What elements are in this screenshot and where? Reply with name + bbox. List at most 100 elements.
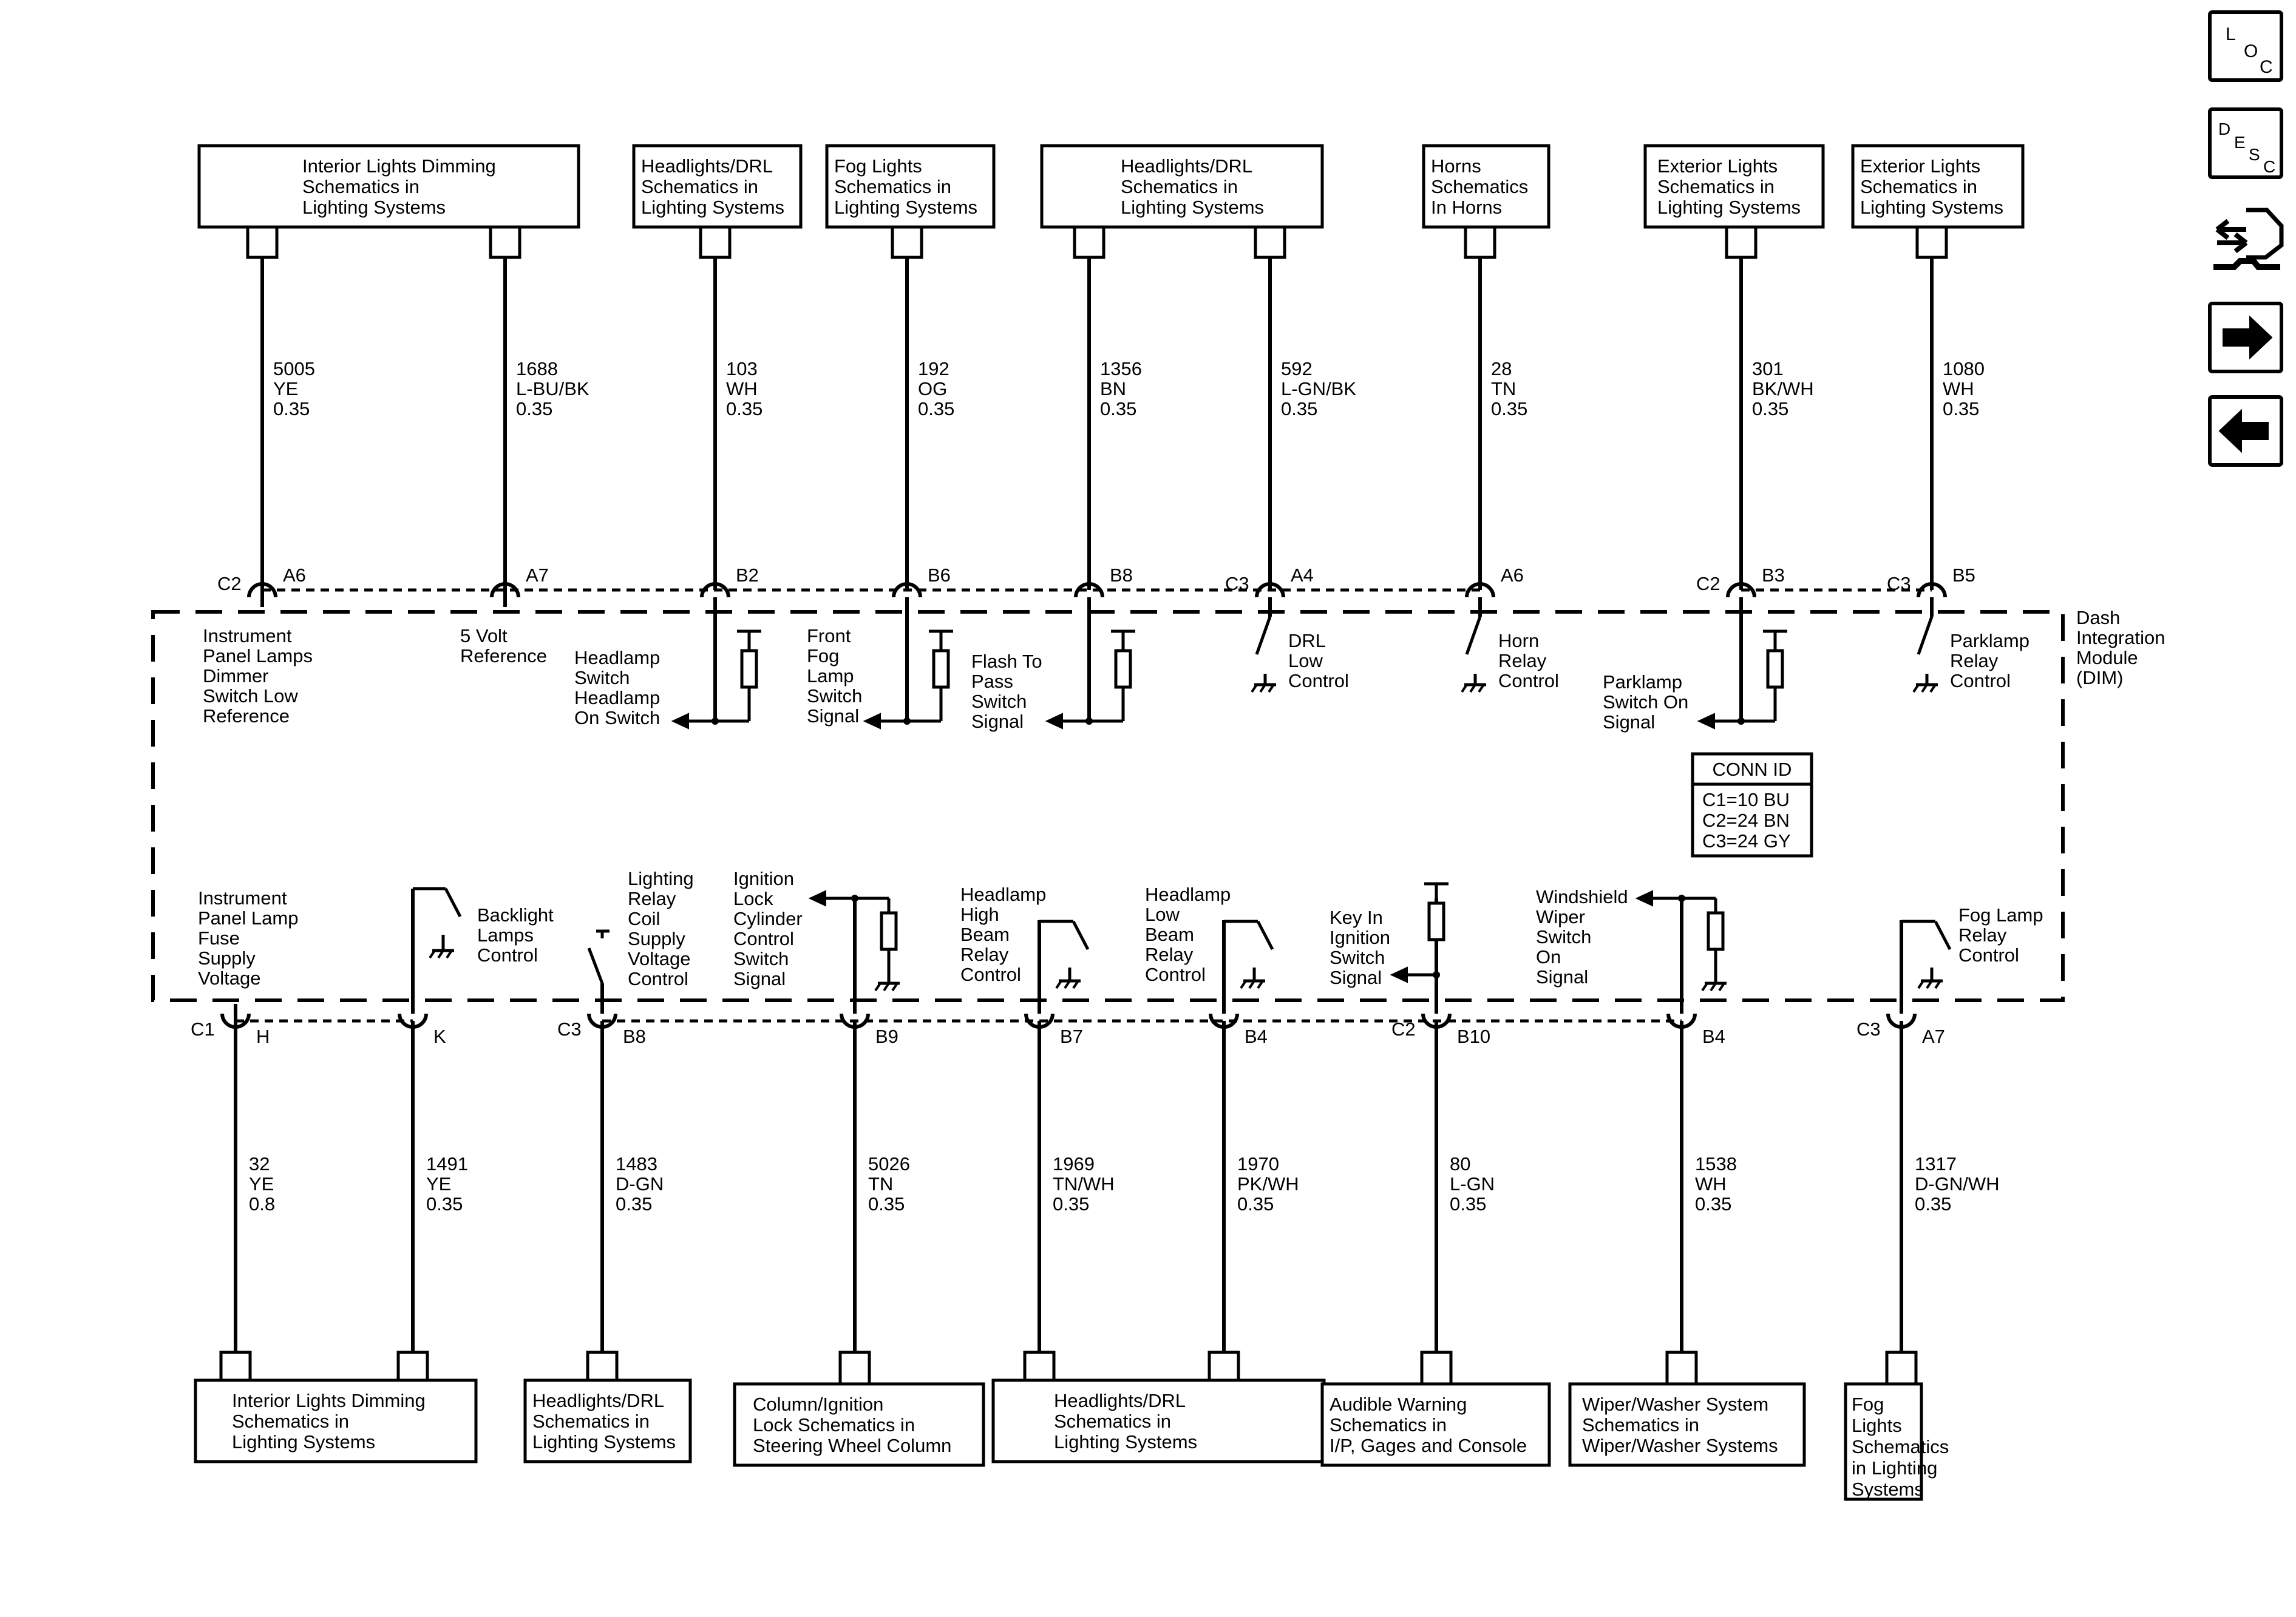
function-label: Switch xyxy=(971,691,1027,712)
wire-gauge: 0.35 xyxy=(516,398,552,419)
box-text: Exterior Lights xyxy=(1860,155,1980,177)
pin-id: B2 xyxy=(736,564,759,586)
function-label: Windshield xyxy=(1536,886,1628,907)
connector-tool-icon[interactable] xyxy=(2213,208,2284,270)
wire-gauge: 0.35 xyxy=(273,398,310,419)
module-name: Module xyxy=(2076,647,2138,668)
conn-id-line: C3=24 GY xyxy=(1702,830,1791,852)
wire-color: D-GN xyxy=(616,1173,664,1195)
box-text: Schematics in xyxy=(232,1411,349,1432)
function-label: Backlight xyxy=(477,904,554,926)
connector-id: C2 xyxy=(1391,1019,1416,1040)
function-label: Lock xyxy=(733,888,773,909)
desc-letter: C xyxy=(2263,157,2275,176)
function-label: Control xyxy=(477,944,538,966)
function-label: Signal xyxy=(971,711,1024,732)
function-label: Signal xyxy=(1536,966,1588,988)
loc-button[interactable]: LOC xyxy=(2208,10,2283,82)
bottom-wire-5: 1969TN/WH0.35B7HeadlampHighBeamRelayCont… xyxy=(960,884,1115,1380)
circuit-number: 5026 xyxy=(868,1153,910,1175)
wire-gauge: 0.35 xyxy=(1450,1193,1486,1215)
function-label: Switch xyxy=(807,685,862,707)
wire-color: WH xyxy=(1943,378,1974,399)
function-label: Coil xyxy=(628,908,660,929)
harness-box xyxy=(1040,144,1324,229)
circuit-number: 28 xyxy=(1491,358,1512,379)
pin-id: A6 xyxy=(283,564,306,586)
function-label: Lighting xyxy=(628,868,694,889)
wire-color: L-GN/BK xyxy=(1281,378,1356,399)
function-label: Beam xyxy=(960,924,1010,945)
box-text: Column/Ignition xyxy=(753,1394,883,1415)
box-text: Lights xyxy=(1852,1415,1902,1436)
circuit-number: 1969 xyxy=(1053,1153,1095,1175)
function-label: Switch xyxy=(1330,947,1385,968)
function-label: Voltage xyxy=(198,968,260,989)
forward-arrow-button[interactable] xyxy=(2208,302,2283,373)
function-label: Parklamp xyxy=(1603,671,1682,693)
function-label: High xyxy=(960,904,999,925)
function-label: Relay xyxy=(960,944,1009,965)
wire-gauge: 0.35 xyxy=(1695,1193,1731,1215)
box-text: Lighting Systems xyxy=(532,1431,676,1453)
pin-id: B10 xyxy=(1457,1026,1490,1047)
function-label: Headlamp xyxy=(574,687,660,708)
wire-color: BK/WH xyxy=(1752,378,1814,399)
box-text: Lighting Systems xyxy=(641,197,784,218)
function-label: Supply xyxy=(198,947,256,969)
function-label: Horn xyxy=(1498,630,1539,651)
circuit-number: 592 xyxy=(1281,358,1313,379)
function-label: Control xyxy=(1950,670,2011,691)
function-label: Switch On xyxy=(1603,691,1688,713)
back-arrow-button[interactable] xyxy=(2208,395,2283,467)
desc-letter: S xyxy=(2249,145,2260,164)
box-text: Audible Warning xyxy=(1330,1394,1467,1415)
box-text: Fog Lights xyxy=(834,155,922,177)
pin-id: B6 xyxy=(928,564,951,586)
circuit-number: 5005 xyxy=(273,358,315,379)
box-text: Schematics in xyxy=(1330,1414,1447,1436)
function-label: Control xyxy=(1498,670,1559,691)
wire-color: WH xyxy=(1695,1173,1727,1195)
harness-box xyxy=(1422,144,1550,229)
function-label: Fuse xyxy=(198,927,240,949)
function-label: Signal xyxy=(1330,967,1382,988)
function-label: Relay xyxy=(1958,924,2007,946)
function-label: Low xyxy=(1145,904,1180,925)
box-text: In Horns xyxy=(1431,197,1502,218)
conn-id-line: C1=10 BU xyxy=(1702,789,1790,810)
box-text: in Lighting xyxy=(1852,1457,1937,1479)
wire-gauge: 0.35 xyxy=(1100,398,1136,419)
bottom-wire-8: 1538WH0.35B4WindshieldWiperSwitchOnSigna… xyxy=(1536,886,1737,1384)
circuit-number: 1688 xyxy=(516,358,558,379)
wire-color: YE xyxy=(273,378,298,399)
desc-letter: D xyxy=(2218,120,2230,138)
function-label: Relay xyxy=(1950,650,1999,671)
wire-color: L-BU/BK xyxy=(516,378,589,399)
function-label: Switch xyxy=(733,948,789,969)
wire-color: YE xyxy=(249,1173,274,1195)
function-label: Panel Lamp xyxy=(198,907,298,929)
box-text: Fog xyxy=(1852,1394,1884,1415)
function-label: Relay xyxy=(1145,944,1194,965)
circuit-number: 1491 xyxy=(426,1153,468,1175)
desc-letter: E xyxy=(2234,133,2246,152)
function-label: Cylinder xyxy=(733,908,803,929)
wire-gauge: 0.35 xyxy=(1281,398,1317,419)
function-label: Headlamp xyxy=(574,647,660,668)
box-text: Lock Schematics in xyxy=(753,1414,915,1436)
box-text: Schematics xyxy=(1852,1436,1949,1457)
function-label: Wiper xyxy=(1536,906,1585,927)
